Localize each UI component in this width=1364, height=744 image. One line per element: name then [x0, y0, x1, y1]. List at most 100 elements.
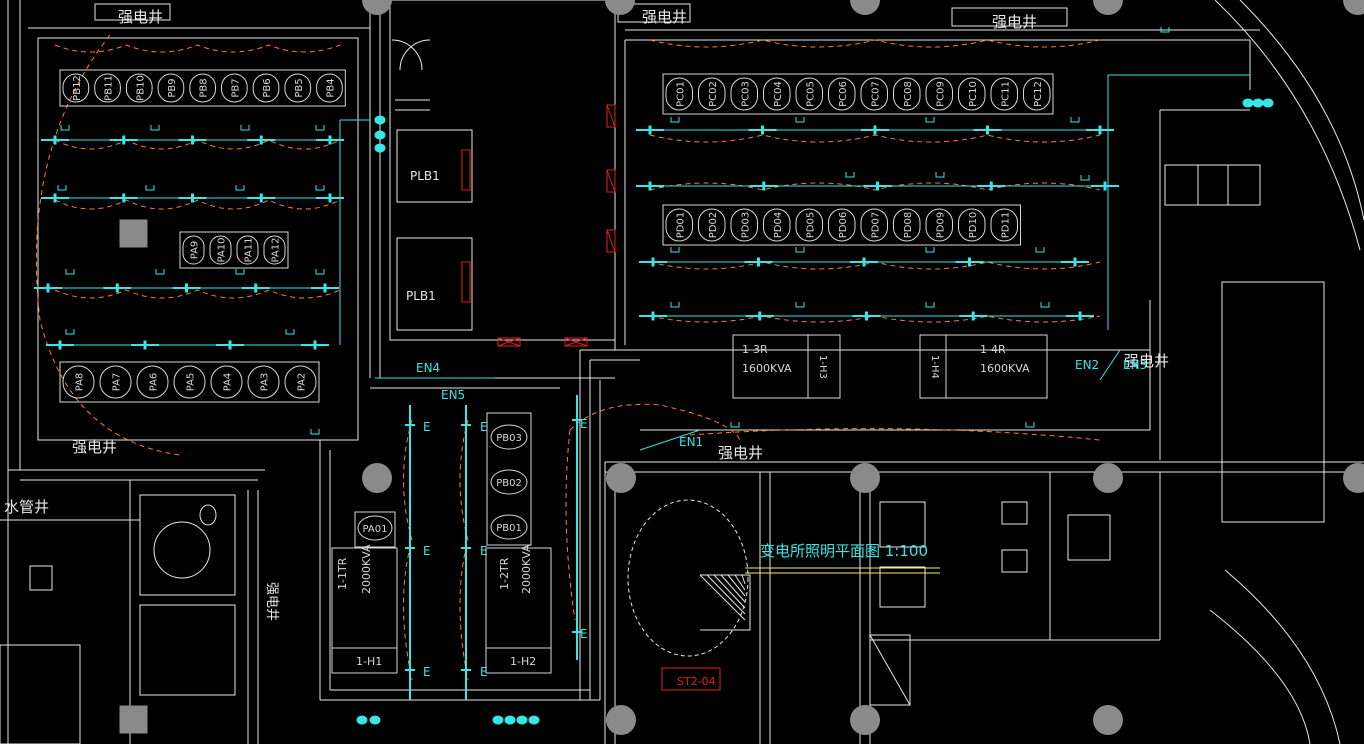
box-lower — [879, 501, 926, 548]
toilet-fixture — [199, 504, 217, 526]
junction-marker — [670, 302, 680, 308]
cable-bundle — [374, 130, 386, 140]
structural-column — [1343, 0, 1364, 15]
t12-name: 1-2TR — [498, 557, 511, 590]
emergency-label-2: E — [480, 420, 488, 434]
curved-wall — [1239, 0, 1364, 221]
pd-row-cell — [795, 208, 823, 242]
pd-row-cell — [990, 208, 1018, 242]
pd-row-label: PD06 — [838, 212, 849, 238]
pd-row-cell — [730, 208, 758, 242]
shaft-label-left-bottom: 强电井 — [72, 438, 117, 456]
junction-marker — [1160, 27, 1170, 33]
circuit-curve — [403, 419, 413, 681]
pa-mid-row-frame — [179, 231, 289, 269]
pa-bottom-row-cell — [99, 365, 132, 399]
pc-top-row-label: PC06 — [838, 81, 849, 107]
pa-bottom-row-cell — [247, 365, 280, 399]
pd-row-label: PD07 — [870, 212, 881, 238]
structural-column — [606, 705, 636, 735]
pb-top-row-label: PB12 — [72, 75, 83, 101]
stair-tag: ST2-04 — [677, 675, 716, 688]
curved-wall — [1209, 609, 1311, 744]
junction-marker — [1025, 422, 1035, 428]
circuit-arc — [649, 261, 1101, 270]
junction-marker — [240, 125, 250, 131]
elevator-car-2 — [396, 237, 473, 331]
circuit-arc — [649, 39, 1101, 48]
box-lower — [1001, 501, 1028, 525]
junction-marker — [730, 422, 740, 428]
emergency-label-8: E — [480, 665, 488, 679]
structural-column — [850, 0, 880, 15]
stair-tread — [734, 574, 746, 591]
cable-bundle — [528, 715, 540, 725]
stair-tread — [713, 574, 746, 609]
circuit-curve — [565, 429, 576, 621]
pc-top-row-label: PC07 — [870, 81, 881, 107]
cable-bundle — [1252, 98, 1264, 108]
stair-dashed-outline — [627, 499, 749, 657]
t14-side: 1-H4 — [929, 355, 940, 379]
pc-top-row-cell — [828, 77, 856, 111]
pb-center-frame — [486, 412, 532, 546]
t13-name: 1-3R — [742, 343, 768, 356]
pa-bottom-row-label: PA8 — [75, 373, 86, 392]
door-swing — [391, 39, 431, 71]
luminaire-layer — [34, 27, 1274, 725]
en1-label: EN1 — [679, 435, 703, 449]
pc-top-row-cell — [730, 77, 758, 111]
pc-top-row-label: PC01 — [675, 81, 686, 107]
pa-bottom-row-cell — [136, 365, 169, 399]
pd-row-label: PD04 — [773, 212, 784, 238]
fire-damper — [606, 229, 616, 253]
cable-bundle — [374, 115, 386, 125]
shaft-label-center-bottom: 强电井 — [718, 444, 763, 462]
pc-top-row-label: PC04 — [773, 81, 784, 107]
pd-row-cell — [665, 208, 693, 242]
t14-name: 1-4R — [980, 343, 1006, 356]
junction-marker — [1080, 175, 1090, 181]
pd-row-cell — [958, 208, 986, 242]
pa-center-label: PA01 — [363, 524, 388, 535]
junction-marker — [57, 185, 67, 191]
pc-top-row-label: PC05 — [805, 81, 816, 107]
circuit-arc — [54, 44, 341, 53]
pb-top-row-cell — [252, 73, 280, 103]
pd-row-cell — [828, 208, 856, 242]
pb-top-row-cell — [284, 73, 312, 103]
room-lower-left-2 — [0, 644, 81, 744]
t11-name: 1-1TR — [336, 557, 349, 590]
fire-damper — [497, 337, 521, 347]
pb-top-row-label: PB11 — [104, 75, 115, 101]
t12-base: 1-H2 — [510, 655, 536, 668]
pc-top-row-cell — [763, 77, 791, 111]
structural-column — [362, 463, 392, 493]
junction-marker — [315, 269, 325, 275]
pc-top-row-label: PC12 — [1033, 81, 1044, 107]
cable-bundle — [516, 715, 528, 725]
t12-frame — [485, 547, 552, 674]
pd-row-cell — [860, 208, 888, 242]
pd-row-label: PD08 — [903, 212, 914, 238]
fire-damper-x — [606, 104, 616, 128]
fire-damper-x — [606, 169, 616, 193]
stair-tread — [706, 574, 746, 615]
pb-top-row-cell — [62, 73, 90, 103]
pb-top-row-label: PB9 — [167, 78, 178, 97]
fire-damper-x — [606, 229, 616, 253]
cable-bundle — [1242, 98, 1254, 108]
fire-damper — [564, 337, 588, 347]
pc-top-row-cell — [795, 77, 823, 111]
pa-bottom-row-cell — [210, 365, 243, 399]
junction-marker — [925, 302, 935, 308]
fire-damper — [606, 169, 616, 193]
pa-mid-row-cell — [236, 235, 259, 265]
pb-top-row-label: PB4 — [325, 78, 336, 97]
pc-top-row-cell — [925, 77, 953, 111]
junction-marker — [1070, 117, 1080, 123]
pa-mid-row-cell — [182, 235, 205, 265]
junction-marker — [670, 117, 680, 123]
pb-top-row-label: PB7 — [230, 78, 241, 97]
